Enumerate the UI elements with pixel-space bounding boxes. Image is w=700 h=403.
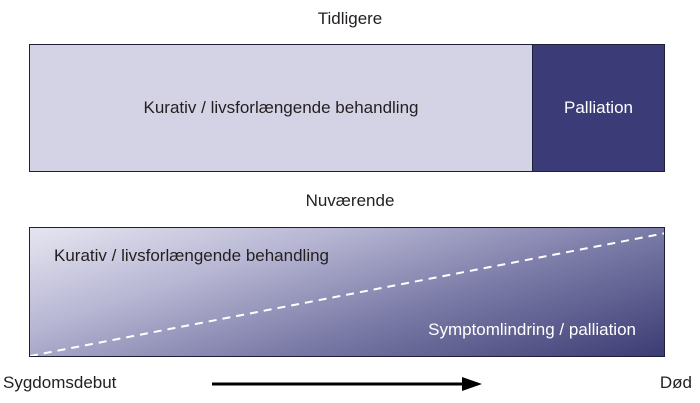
timeline-start-label: Sygdomsdebut (3, 373, 117, 392)
past-title: Tidligere (317, 9, 383, 28)
past-palliation-label: Palliation (564, 98, 633, 117)
past-curative-segment: Kurativ / livsforlængende behandling (30, 45, 533, 171)
dashed-divider-line (30, 232, 664, 356)
past-care-bar: Kurativ / livsforlængende behandling Pal… (29, 44, 665, 172)
past-palliation-segment: Palliation (533, 45, 664, 171)
past-curative-label: Kurativ / livsforlængende behandling (143, 98, 419, 117)
timeline-end-label: Død (659, 373, 692, 392)
current-curative-label: Kurativ / livsforlængende behandling (54, 246, 330, 265)
timeline-arrow-icon (212, 377, 482, 391)
current-divider-graphic (30, 232, 664, 356)
current-title: Nuværende (305, 191, 395, 210)
current-care-panel: Kurativ / livsforlængende behandling Sym… (29, 227, 665, 357)
current-symptom-label: Symptomlindring / palliation (428, 320, 636, 339)
